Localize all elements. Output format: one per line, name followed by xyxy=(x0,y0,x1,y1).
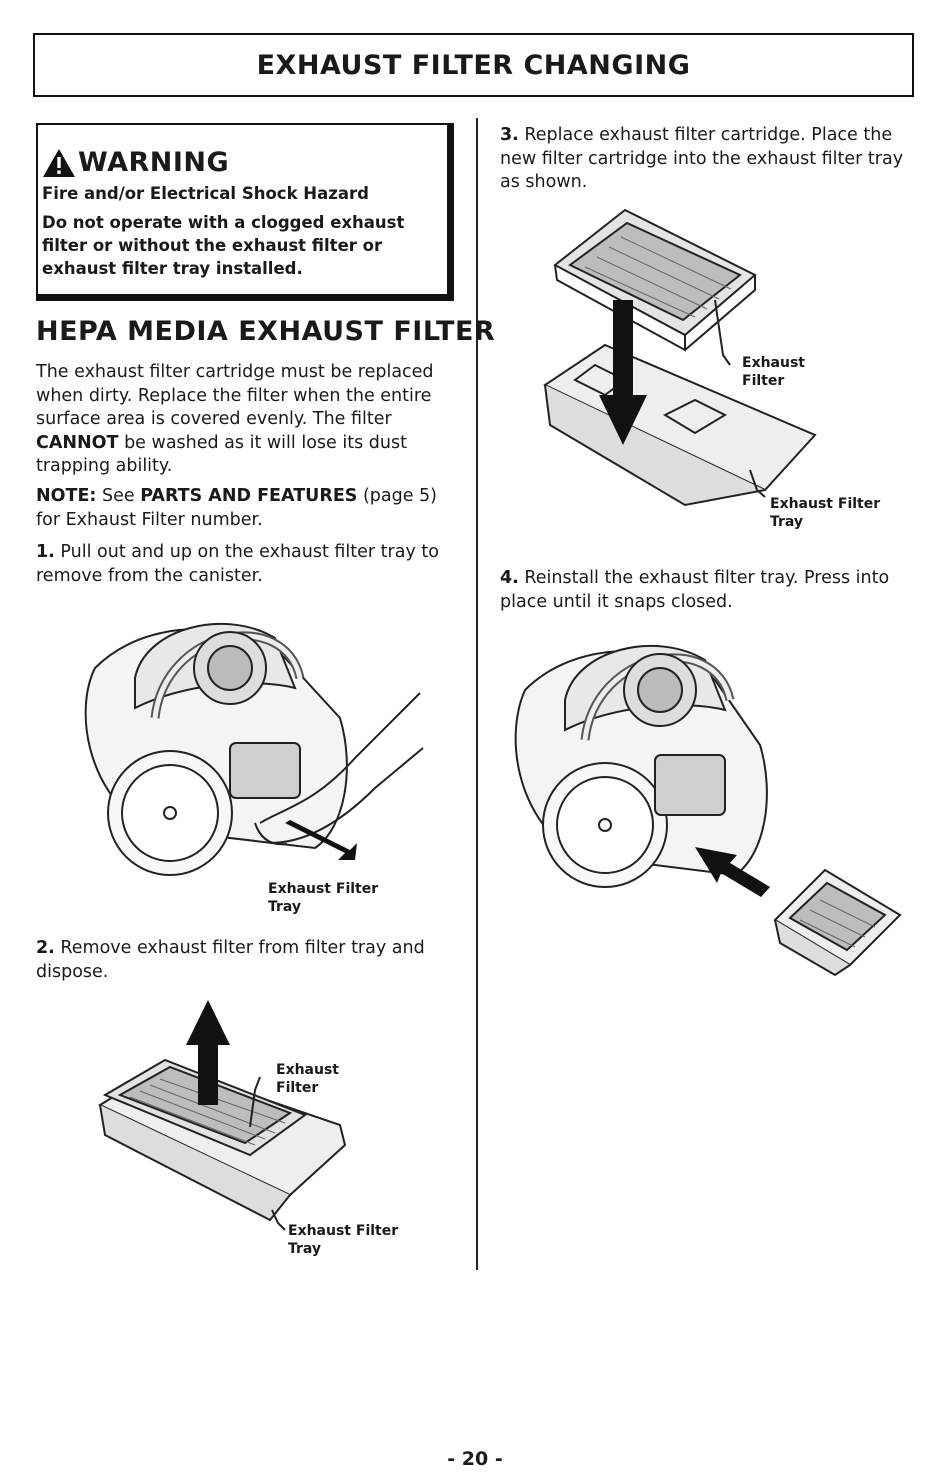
warning-triangle-icon xyxy=(43,148,75,177)
callout-fig1-tray-line1: Exhaust Filter xyxy=(268,881,379,897)
intro-text-1: The exhaust filter cartridge must be rep… xyxy=(36,362,434,429)
warning-hazard: Fire and/or Electrical Shock Hazard xyxy=(42,184,369,203)
step-2-text: Remove exhaust filter from filter tray a… xyxy=(36,938,425,982)
note-paragraph: NOTE: See PARTS AND FEATURES (page 5) fo… xyxy=(36,485,456,532)
callout-fig2-tray: Exhaust Filter Tray xyxy=(288,1222,398,1258)
column-divider xyxy=(476,118,478,1270)
callout-fig3-filter-line1: Exhaust xyxy=(742,355,805,371)
step-1-number: 1. xyxy=(36,542,55,562)
step-4: 4. Reinstall the exhaust filter tray. Pr… xyxy=(500,567,920,614)
step-1-text: Pull out and up on the exhaust filter tr… xyxy=(36,542,439,586)
callout-fig3-filter: Exhaust Filter xyxy=(742,354,805,390)
section-title: HEPA MEDIA EXHAUST FILTER xyxy=(36,316,496,347)
callout-fig3-tray-line2: Tray xyxy=(770,514,804,530)
figure-remove-filter xyxy=(97,1000,347,1231)
step-1: 1. Pull out and up on the exhaust filter… xyxy=(36,541,456,588)
step-4-number: 4. xyxy=(500,568,519,588)
callout-fig3-tray-line1: Exhaust Filter xyxy=(770,496,881,512)
figure-reinstall-tray xyxy=(514,645,902,977)
callout-fig2-tray-line1: Exhaust Filter xyxy=(288,1223,399,1239)
note-ref: PARTS AND FEATURES xyxy=(140,486,358,506)
note-pre: See xyxy=(96,486,141,506)
step-4-text: Reinstall the exhaust filter tray. Press… xyxy=(500,568,890,612)
warning-title: WARNING xyxy=(78,147,230,178)
callout-fig2-filter-line2: Filter xyxy=(276,1080,319,1096)
step-3-text: Replace exhaust filter cartridge. Place … xyxy=(500,125,904,192)
intro-paragraph: The exhaust filter cartridge must be rep… xyxy=(36,361,456,479)
warning-body: Do not operate with a clogged exhaust fi… xyxy=(42,213,405,278)
page-title: EXHAUST FILTER CHANGING xyxy=(256,49,691,81)
figure-remove-tray xyxy=(84,623,424,876)
note-post: (page 5) for Exhaust Filter number. xyxy=(36,486,437,530)
header-box: EXHAUST FILTER CHANGING xyxy=(33,33,914,97)
step-2-number: 2. xyxy=(36,938,55,958)
callout-fig3-tray: Exhaust Filter Tray xyxy=(770,495,880,531)
callout-fig2-filter: Exhaust Filter xyxy=(276,1061,339,1097)
callout-fig1-tray-line2: Tray xyxy=(268,899,302,915)
warning-box: WARNING Fire and/or Electrical Shock Haz… xyxy=(36,123,454,301)
warning-heading: WARNING xyxy=(42,147,447,178)
callout-fig2-filter-line1: Exhaust xyxy=(276,1062,339,1078)
step-3: 3. Replace exhaust filter cartridge. Pla… xyxy=(500,124,920,195)
callout-fig2-tray-line2: Tray xyxy=(288,1241,322,1257)
figure-insert-filter xyxy=(542,208,817,507)
page-number: - 20 - xyxy=(447,1448,503,1470)
step-2: 2. Remove exhaust filter from filter tra… xyxy=(36,937,456,984)
callout-fig1-tray: Exhaust Filter Tray xyxy=(268,880,378,916)
intro-text-2: be washed as it will lose its dust trapp… xyxy=(36,432,407,477)
note-label: NOTE: xyxy=(36,486,97,506)
callout-fig3-filter-line2: Filter xyxy=(742,373,785,389)
step-3-number: 3. xyxy=(500,125,519,145)
intro-emphasis: CANNOT xyxy=(36,432,119,453)
